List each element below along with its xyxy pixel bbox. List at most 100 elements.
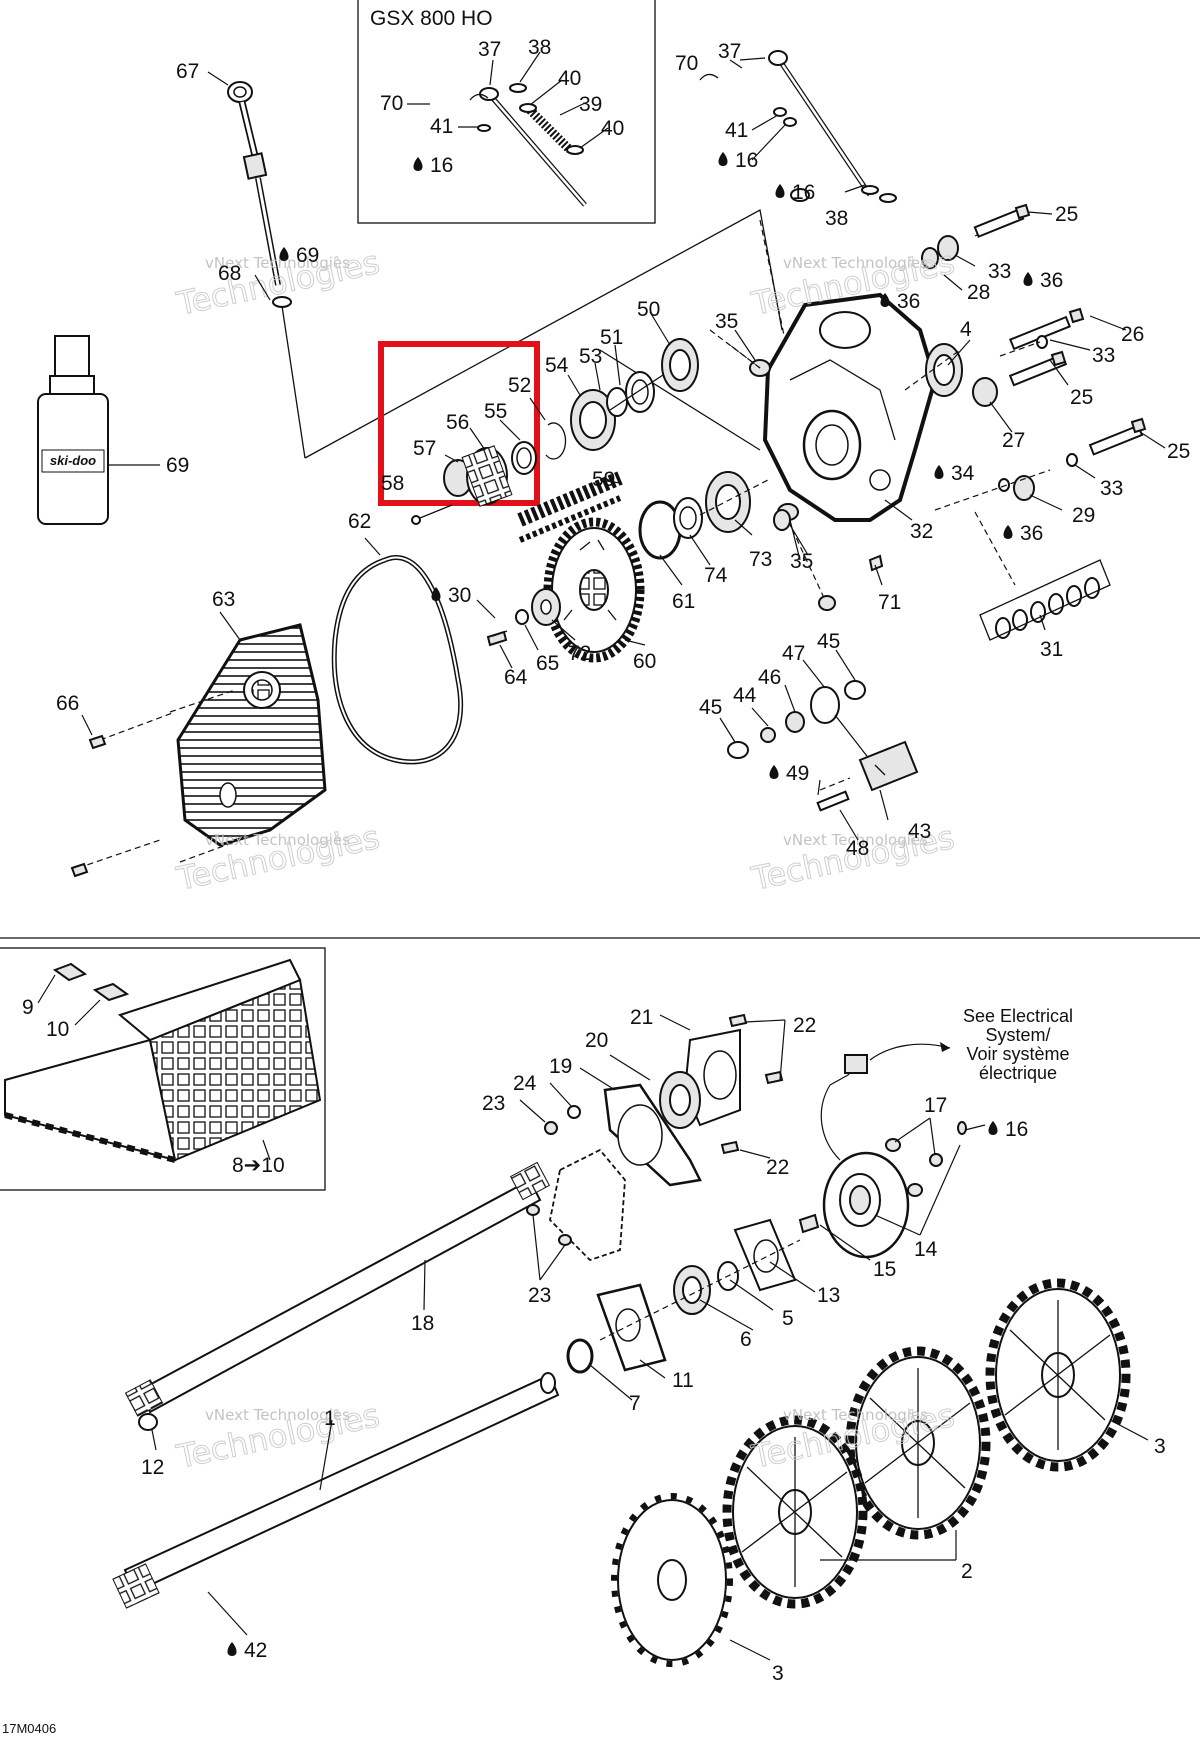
highlight-box: [378, 341, 540, 506]
callout-41a: 41: [430, 115, 453, 138]
callout-number: 55: [484, 400, 507, 423]
callout-65: 65: [536, 652, 559, 675]
note-line-2: System/: [985, 1025, 1050, 1045]
callout-number: 32: [910, 520, 933, 543]
drive-flange: [798, 1121, 967, 1259]
watermark-text: vNext Technologies: [783, 831, 928, 849]
chaincase-cover: [176, 623, 327, 847]
callout-33b: 33: [1092, 344, 1115, 367]
callout-number: 66: [56, 692, 79, 715]
oil-drop-icon: [880, 293, 890, 307]
callout-16a: 16: [413, 154, 453, 177]
callout-number: 7: [629, 1392, 641, 1415]
callout-71: 71: [878, 591, 901, 614]
bearing-plates: [544, 1013, 784, 1187]
callout-73: 73: [749, 548, 772, 571]
callout-number: 40: [558, 67, 581, 90]
callout-number: 65: [536, 652, 559, 675]
callout-52: 52: [508, 374, 531, 397]
callout-43: 43: [908, 820, 931, 843]
callout-number: 17: [924, 1094, 947, 1117]
callout-number: 30: [448, 584, 471, 607]
callout-45b: 45: [699, 696, 722, 719]
oil-drop-icon: [934, 465, 944, 479]
oil-drop-icon: [769, 765, 779, 779]
callout-67: 67: [176, 60, 199, 83]
callout-number: 44: [733, 684, 757, 707]
callout-number: 45: [817, 630, 840, 653]
oil-bottle: ski-doo: [37, 335, 160, 525]
chaincase-housing: [762, 292, 938, 522]
callout-74: 74: [704, 564, 728, 587]
callout-number: 1: [324, 1407, 336, 1430]
callout-41b: 41: [725, 119, 748, 142]
sprocket-60: [543, 517, 645, 663]
callout-number: 56: [446, 411, 469, 434]
callout-number: 8➔10: [232, 1154, 285, 1177]
callout-34: 34: [934, 462, 975, 485]
callout-number: 5: [782, 1307, 794, 1330]
drive-sprockets: [611, 1278, 1131, 1667]
callout-3a: 3: [1154, 1435, 1166, 1458]
callout-number: 69: [166, 454, 189, 477]
callout-54: 54: [545, 354, 569, 377]
callout-number: 58: [381, 472, 404, 495]
callout-39: 39: [579, 93, 602, 116]
callout-11: 11: [672, 1369, 694, 1392]
callout-44: 44: [733, 684, 757, 707]
callout-number: 16: [735, 149, 758, 172]
callout-45a: 45: [817, 630, 840, 653]
callout-number: 13: [817, 1284, 840, 1307]
callout-number: 42: [244, 1639, 267, 1662]
callout-number: 54: [545, 354, 569, 377]
oil-drop-icon: [1023, 272, 1033, 286]
callout-22b: 22: [766, 1156, 789, 1179]
callout-number: 49: [786, 762, 809, 785]
callout-number: 3: [772, 1662, 784, 1685]
callout-2: 2: [961, 1560, 973, 1583]
callout-17: 17: [924, 1094, 947, 1117]
callout-number: 70: [380, 92, 403, 115]
callout-23a: 23: [482, 1092, 505, 1115]
callout-number: 48: [846, 837, 869, 860]
callout-60: 60: [633, 650, 656, 673]
callout-1: 1: [324, 1407, 336, 1430]
callout-number: 47: [782, 642, 805, 665]
callout-number: 73: [749, 548, 772, 571]
callout-27: 27: [1002, 429, 1025, 452]
callout-68: 68: [218, 262, 241, 285]
callout-number: 16: [430, 154, 453, 177]
callout-6: 6: [740, 1328, 752, 1351]
callout-number: 51: [600, 326, 623, 349]
callout-8to10: 8➔10: [232, 1154, 285, 1177]
callout-number: 16: [792, 181, 815, 204]
callout-47: 47: [782, 642, 805, 665]
callout-23b: 23: [528, 1284, 551, 1307]
callout-62: 62: [348, 510, 371, 533]
callout-number: 20: [585, 1029, 608, 1052]
leader-lines: [37, 51, 1166, 1661]
callout-number: 21: [630, 1006, 653, 1029]
callout-number: 60: [633, 650, 656, 673]
callout-61: 61: [672, 590, 695, 613]
callout-number: 36: [897, 290, 920, 313]
callout-number: 37: [718, 40, 741, 63]
callout-number: 41: [430, 115, 453, 138]
watermark-text: vNext Technologies: [205, 254, 350, 272]
callout-number: 34: [951, 462, 975, 485]
callout-number: 12: [141, 1456, 164, 1479]
callout-number: 11: [672, 1369, 694, 1392]
highlight-parts: [411, 422, 567, 525]
callout-40a: 40: [558, 67, 581, 90]
callout-12: 12: [141, 1456, 164, 1479]
callout-63: 63: [212, 588, 235, 611]
callout-29: 29: [1072, 504, 1095, 527]
callout-72: 72: [568, 642, 591, 665]
drive-shafts: [112, 1161, 560, 1609]
callout-number: 15: [873, 1258, 896, 1281]
note-line-1: See Electrical: [963, 1006, 1073, 1026]
callout-22a: 22: [793, 1014, 816, 1037]
shim-set: [974, 511, 1111, 641]
callout-37a: 37: [478, 38, 501, 61]
